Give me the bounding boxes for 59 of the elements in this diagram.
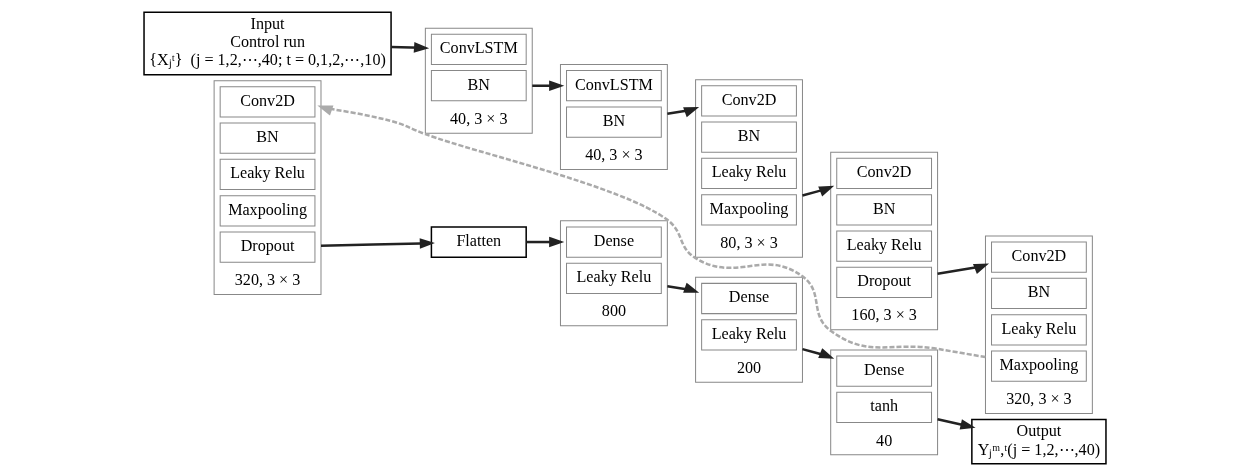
node-box: Dropout bbox=[219, 231, 316, 263]
node-box: Dropout bbox=[836, 266, 933, 298]
arrow bbox=[667, 107, 700, 118]
node-box: Input Control run {Xⱼᵗ} (j = 1,2,⋯,40; t = 0,1,2,⋯,10) bbox=[143, 11, 392, 76]
node-box: Dense bbox=[836, 355, 933, 387]
cluster bbox=[559, 64, 668, 170]
cluster bbox=[695, 79, 803, 258]
cluster bbox=[213, 80, 322, 295]
node-box: Leaky Relu bbox=[701, 319, 797, 351]
node-box: BN bbox=[219, 122, 316, 154]
node-label: 320, 3 × 3 bbox=[234, 271, 301, 289]
node-label: 80, 3 × 3 bbox=[720, 233, 778, 251]
node-label: 40, 3 × 3 bbox=[450, 109, 508, 127]
node-box: ConvLSTM bbox=[430, 33, 527, 66]
arrow bbox=[667, 282, 700, 293]
node-label: 800 bbox=[601, 302, 626, 320]
arrow bbox=[391, 42, 430, 53]
arrow bbox=[937, 263, 989, 275]
node-box: Leaky Relu bbox=[566, 262, 662, 294]
node-box: Conv2D bbox=[701, 85, 797, 117]
arrow bbox=[802, 185, 835, 197]
arrow bbox=[317, 105, 986, 359]
node-box: Maxpooling bbox=[701, 194, 797, 226]
node-box: Conv2D bbox=[836, 157, 933, 190]
node-box: Leaky Relu bbox=[836, 230, 933, 262]
node-box: ConvLSTM bbox=[566, 70, 662, 102]
node-box: BN bbox=[991, 277, 1087, 310]
node-box: Maxpooling bbox=[991, 350, 1087, 382]
node-box: Flatten bbox=[430, 226, 527, 258]
node-box: Leaky Relu bbox=[701, 157, 797, 190]
arrow bbox=[937, 417, 976, 430]
node-box: BN bbox=[701, 121, 797, 153]
node-box: BN bbox=[430, 70, 527, 102]
cluster bbox=[424, 27, 533, 134]
node-box: Leaky Relu bbox=[219, 158, 316, 191]
node-label: 40, 3 × 3 bbox=[585, 146, 643, 164]
cluster bbox=[984, 235, 1093, 414]
arrow bbox=[526, 236, 565, 248]
arrow bbox=[802, 347, 835, 359]
cluster bbox=[695, 276, 803, 383]
node-box: Dense bbox=[701, 282, 797, 315]
arrow bbox=[320, 238, 435, 249]
node-label: 320, 3 × 3 bbox=[1006, 390, 1072, 408]
node-box: Leaky Relu bbox=[991, 314, 1087, 346]
node-box: Conv2D bbox=[219, 86, 316, 118]
node-box: BN bbox=[566, 106, 662, 138]
node-box: Output Yⱼᵐ,ᵗ(j = 1,2,⋯,40) bbox=[971, 418, 1107, 465]
cluster bbox=[830, 151, 939, 331]
node-label: 40 bbox=[876, 431, 893, 449]
node-label: 160, 3 × 3 bbox=[851, 306, 917, 324]
node-box: Conv2D bbox=[991, 241, 1087, 273]
node-label: 200 bbox=[736, 358, 762, 376]
cluster bbox=[559, 220, 668, 327]
cluster bbox=[830, 349, 939, 456]
node-box: tanh bbox=[836, 391, 933, 424]
arrow bbox=[532, 80, 565, 92]
node-box: Dense bbox=[566, 226, 662, 258]
node-box: Maxpooling bbox=[219, 195, 316, 227]
node-box: BN bbox=[836, 194, 933, 226]
